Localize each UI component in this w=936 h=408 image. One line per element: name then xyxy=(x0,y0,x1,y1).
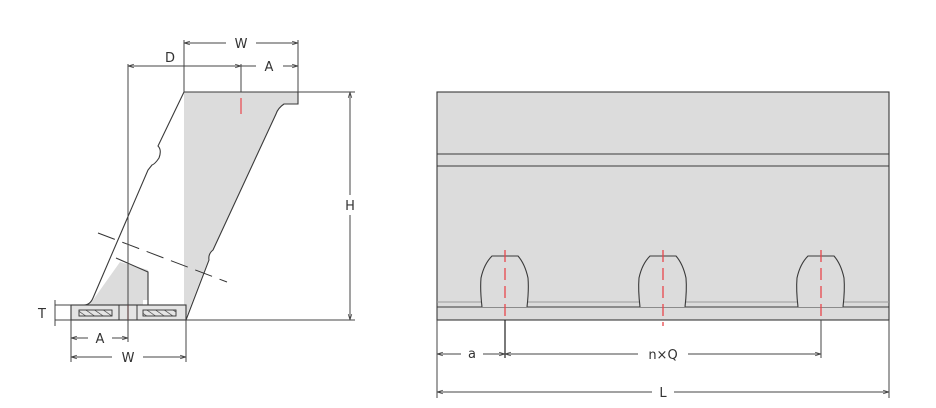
slot-3 xyxy=(796,250,845,320)
dim-label-W-bottom: W xyxy=(122,351,135,366)
slot-2 xyxy=(638,250,687,326)
hatch-right xyxy=(142,309,177,317)
side-view: W D A H T A W xyxy=(37,37,355,366)
dim-label-T: T xyxy=(37,307,46,322)
dim-label-L: L xyxy=(659,386,667,401)
side-profile-body xyxy=(71,92,298,320)
front-view: a n×Q L xyxy=(436,91,890,401)
hatch-left xyxy=(78,309,113,317)
dim-label-nxQ: n×Q xyxy=(648,348,677,363)
slot-1 xyxy=(480,250,529,320)
dim-label-H: H xyxy=(345,199,355,214)
dim-label-A-top: A xyxy=(265,60,274,75)
dim-label-A-bottom: A xyxy=(96,332,105,347)
dim-label-W-top: W xyxy=(235,37,248,52)
dim-label-D: D xyxy=(165,51,175,66)
dim-label-a: a xyxy=(468,347,476,362)
section-line xyxy=(97,232,228,283)
